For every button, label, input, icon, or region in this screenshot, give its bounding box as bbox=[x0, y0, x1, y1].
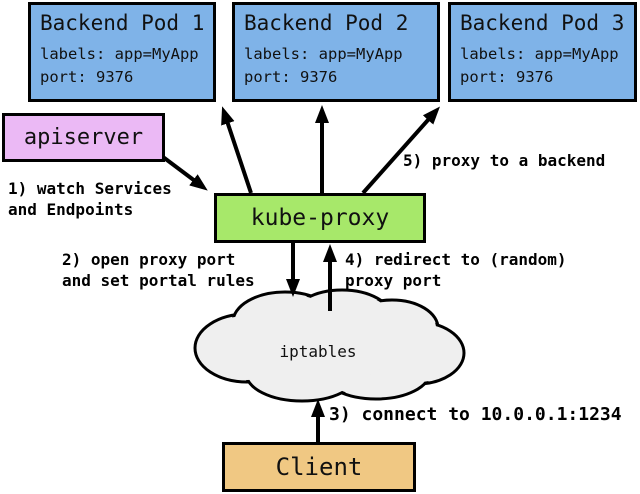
apiserver-label: apiserver bbox=[23, 125, 144, 150]
backend-pod-2-port: port: 9376 bbox=[244, 68, 338, 86]
backend-pod-1-port: port: 9376 bbox=[40, 68, 134, 86]
annotation-step2-open-proxy-port: 2) open proxy port and set portal rules bbox=[62, 250, 255, 290]
annotation-step1-watch-services: 1) watch Services and Endpoints bbox=[8, 179, 172, 219]
backend-pod-2-node: Backend Pod 2 labels: app=MyApp port: 93… bbox=[232, 2, 440, 102]
client-node: Client bbox=[222, 442, 416, 492]
backend-pod-2-title: Backend Pod 2 bbox=[244, 11, 409, 35]
kube-proxy-label: kube-proxy bbox=[250, 205, 390, 231]
kube-proxy-node: kube-proxy bbox=[214, 193, 426, 243]
client-label: Client bbox=[275, 453, 363, 481]
backend-pod-1-labels: labels: app=MyApp bbox=[40, 45, 199, 63]
iptables-cloud: iptables bbox=[193, 288, 466, 403]
annotation-step3-connect: 3) connect to 10.0.0.1:1234 bbox=[329, 404, 622, 425]
arrow-kube-proxy-to-pod1 bbox=[221, 106, 253, 194]
apiserver-node: apiserver bbox=[2, 113, 165, 162]
iptables-label: iptables bbox=[279, 342, 356, 361]
backend-pod-3-port: port: 9376 bbox=[460, 68, 554, 86]
backend-pod-1-node: Backend Pod 1 labels: app=MyApp port: 93… bbox=[28, 2, 216, 102]
backend-pod-3-title: Backend Pod 3 bbox=[460, 11, 625, 35]
backend-pod-2-labels: labels: app=MyApp bbox=[244, 45, 403, 63]
annotation-step4-redirect: 4) redirect to (random) proxy port bbox=[345, 250, 567, 290]
backend-pod-3-node: Backend Pod 3 labels: app=MyApp port: 93… bbox=[448, 2, 637, 102]
annotation-step5-proxy-backend: 5) proxy to a backend bbox=[403, 151, 606, 170]
backend-pod-3-labels: labels: app=MyApp bbox=[460, 45, 619, 63]
backend-pod-1-title: Backend Pod 1 bbox=[40, 11, 205, 35]
